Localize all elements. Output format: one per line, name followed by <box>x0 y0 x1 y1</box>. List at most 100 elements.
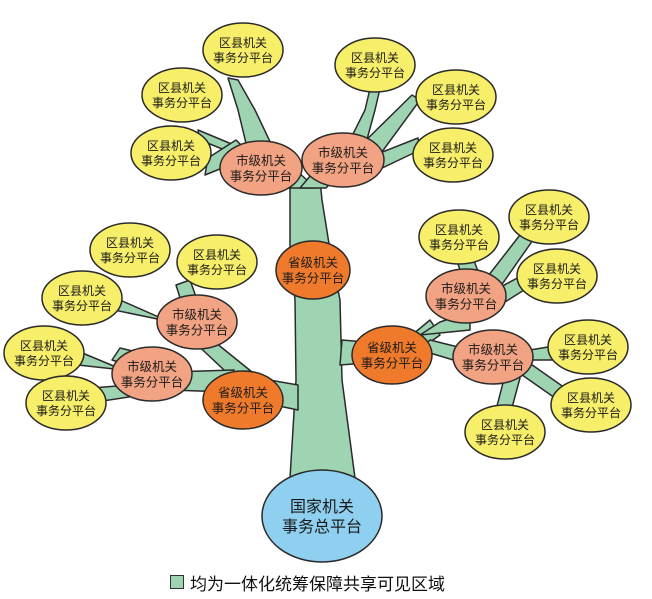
county-node-line2: 事务分平台 <box>36 403 96 418</box>
provincial-node-shape <box>275 240 351 300</box>
county-node-line2: 事务分平台 <box>519 217 579 232</box>
municipal-node-line2: 事务分平台 <box>121 375 184 390</box>
municipal-node-line1: 市级机关 <box>318 145 368 160</box>
county-node-line1: 区县机关 <box>429 141 477 155</box>
county-node-line1: 区县机关 <box>193 248 241 262</box>
county-node-line1: 区县机关 <box>533 262 581 276</box>
county-node-line1: 区县机关 <box>435 223 483 237</box>
tree-nodes: 国家机关事务总平台省级机关事务分平台省级机关事务分平台省级机关事务分平台市级机关… <box>3 22 632 563</box>
county-node-line1: 区县机关 <box>351 51 399 65</box>
county-node-line1: 区县机关 <box>158 81 206 95</box>
county-node-line1: 区县机关 <box>564 333 612 347</box>
municipal-node-line1: 市级机关 <box>172 307 222 322</box>
national-node-shape <box>261 469 383 563</box>
provincial-node-line2: 事务分平台 <box>361 356 424 371</box>
legend-label: 均为一体化统筹保障共享可见区域 <box>190 574 445 595</box>
municipal-node-shape <box>111 346 193 402</box>
county-node-shape <box>176 234 258 290</box>
county-node-shape <box>547 319 629 375</box>
county-node-line2: 事务分平台 <box>100 250 160 265</box>
legend-swatch <box>170 575 184 589</box>
national-node-line1: 国家机关 <box>290 497 354 516</box>
county-node-shape <box>141 67 223 123</box>
county-node-shape <box>418 209 500 265</box>
county-node-shape <box>334 37 416 93</box>
municipal-node-shape <box>301 132 385 188</box>
municipal-node-shape <box>425 268 507 324</box>
county-node-line2: 事务分平台 <box>475 432 535 447</box>
county-node-line1: 区县机关 <box>525 203 573 217</box>
municipal-node-line2: 事务分平台 <box>462 358 525 373</box>
county-node-shape <box>41 270 123 326</box>
county-node-shape <box>130 125 212 181</box>
county-node-line1: 区县机关 <box>481 418 529 432</box>
branch-segment-1 <box>289 179 356 479</box>
county-node-line2: 事务分平台 <box>152 95 212 110</box>
county-node-shape <box>412 127 494 183</box>
municipal-node-line2: 事务分平台 <box>230 169 293 184</box>
municipal-node-line1: 市级机关 <box>441 281 491 296</box>
municipal-node-line2: 事务分平台 <box>166 323 229 338</box>
county-node-line2: 事务分平台 <box>141 153 201 168</box>
county-node-line1: 区县机关 <box>42 389 90 403</box>
provincial-node-line2: 事务分平台 <box>212 401 275 416</box>
county-node-line2: 事务分平台 <box>52 298 112 313</box>
county-node-shape <box>415 69 497 125</box>
provincial-node-line1: 省级机关 <box>367 340 417 355</box>
municipal-node-shape <box>452 329 534 385</box>
county-node-line2: 事务分平台 <box>345 65 405 80</box>
municipal-node-shape <box>219 140 303 196</box>
county-node-line2: 事务分平台 <box>561 405 621 420</box>
county-node-line2: 事务分平台 <box>429 237 489 252</box>
county-node-shape <box>508 189 590 245</box>
county-node-line1: 区县机关 <box>58 284 106 298</box>
provincial-node-line1: 省级机关 <box>218 385 268 400</box>
county-node-line1: 区县机关 <box>567 391 615 405</box>
county-node-line2: 事务分平台 <box>558 347 618 362</box>
county-node-line2: 事务分平台 <box>213 50 273 65</box>
county-node-shape <box>202 22 284 78</box>
provincial-node-line1: 省级机关 <box>288 255 338 270</box>
county-node-line1: 区县机关 <box>147 139 195 153</box>
county-node-shape <box>550 377 632 433</box>
county-node-shape <box>89 222 171 278</box>
county-node-line1: 区县机关 <box>432 83 480 97</box>
municipal-node-line1: 市级机关 <box>127 359 177 374</box>
municipal-node-shape <box>156 294 238 350</box>
county-node-shape <box>516 248 598 304</box>
county-node-line2: 事务分平台 <box>423 155 483 170</box>
county-node-line2: 事务分平台 <box>14 353 74 368</box>
county-node-line1: 区县机关 <box>20 339 68 353</box>
county-node-shape <box>464 404 546 460</box>
municipal-node-line1: 市级机关 <box>468 342 518 357</box>
county-node-line2: 事务分平台 <box>527 276 587 291</box>
county-node-line1: 区县机关 <box>106 236 154 250</box>
provincial-node-shape <box>351 325 433 385</box>
